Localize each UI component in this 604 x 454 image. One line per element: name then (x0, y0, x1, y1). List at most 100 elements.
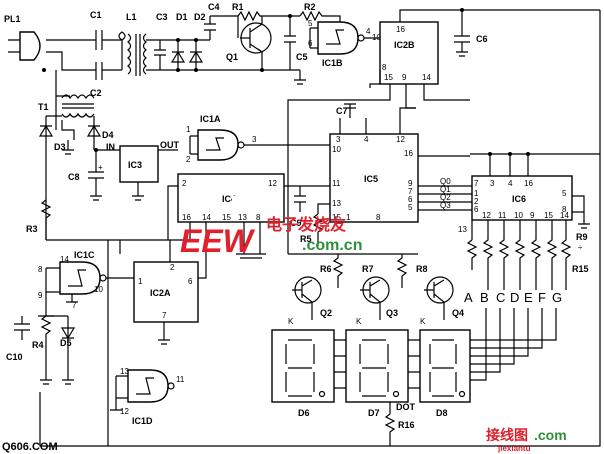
segment-label-d: D (510, 290, 519, 305)
svg-text:1: 1 (474, 189, 479, 198)
svg-text:2: 2 (474, 197, 479, 206)
svg-text:14: 14 (560, 211, 569, 220)
svg-text:12: 12 (482, 211, 491, 220)
r7-label: R7 (362, 264, 374, 274)
svg-text:8: 8 (256, 213, 261, 222)
svg-text:5: 5 (408, 203, 413, 212)
svg-text:16: 16 (524, 179, 533, 188)
svg-text:11: 11 (498, 211, 507, 220)
svg-text:6: 6 (474, 205, 479, 214)
svg-text:13: 13 (120, 367, 129, 376)
svg-text:2: 2 (186, 155, 191, 164)
dot-label: DOT (396, 402, 416, 412)
ic4-label: IC4 (222, 194, 236, 204)
segment-label-g: G (552, 290, 562, 305)
ic3-label: IC3 (128, 160, 142, 170)
q4-label: Q4 (452, 308, 464, 318)
ic2b-label: IC2B (394, 40, 415, 50)
q0-label: Q0 (440, 177, 451, 186)
c2-label: C2 (90, 88, 102, 98)
svg-text:14: 14 (422, 73, 431, 82)
r2-label: R2 (304, 2, 316, 12)
q2-label: Q2 (320, 308, 332, 318)
svg-text:15: 15 (222, 213, 231, 222)
svg-text:7: 7 (72, 301, 77, 310)
c3-label: C3 (156, 12, 168, 22)
svg-text:8: 8 (382, 63, 387, 72)
svg-text:14: 14 (202, 213, 211, 222)
r4-label: R4 (32, 340, 44, 350)
q1-label: Q1 (226, 52, 238, 62)
ic6-label: IC6 (512, 194, 526, 204)
svg-text:7: 7 (474, 179, 479, 188)
svg-text:9: 9 (530, 211, 535, 220)
q2-label: Q2 (440, 193, 451, 202)
svg-text:16: 16 (396, 25, 405, 34)
svg-text:13: 13 (238, 213, 247, 222)
svg-text:12: 12 (268, 179, 277, 188)
segment-label-a: A (464, 290, 473, 305)
svg-text:16: 16 (182, 213, 191, 222)
segment-label-e: E (524, 290, 533, 305)
c6-label: C6 (476, 34, 488, 44)
svg-text:15: 15 (384, 73, 393, 82)
svg-text:8: 8 (376, 213, 381, 222)
watermark-bottom-left: Q606.COM (2, 441, 58, 453)
svg-text:11: 11 (332, 179, 341, 188)
t1-label: T1 (38, 102, 49, 112)
ic5-label: IC5 (364, 174, 378, 184)
r5-label: R5 (300, 234, 312, 244)
display-d6 (271, 329, 335, 403)
svg-text:jiexiantu: jiexiantu (497, 444, 531, 453)
c7-label: C7 (336, 106, 348, 116)
c10-label: C10 (6, 352, 23, 362)
d1-label: D1 (176, 12, 188, 22)
svg-text:9: 9 (38, 291, 43, 300)
display-d8 (419, 329, 471, 403)
d3-label: D3 (54, 142, 66, 152)
r1-label: R1 (232, 2, 244, 12)
ic2a-label: IC2A (150, 288, 171, 298)
svg-text:2: 2 (170, 263, 175, 272)
c9-label: C9 (290, 218, 302, 228)
svg-text:7: 7 (162, 311, 167, 320)
svg-text:接线图: 接线图 (486, 427, 528, 443)
svg-text:13: 13 (332, 199, 341, 208)
svg-text:8: 8 (562, 205, 567, 214)
svg-text:2: 2 (182, 179, 187, 188)
svg-text:15: 15 (544, 211, 553, 220)
svg-text:电子发烧友: 电子发烧友 (266, 215, 347, 234)
q1-label: Q1 (440, 185, 451, 194)
r6-label: R6 (320, 264, 332, 274)
svg-text:10: 10 (514, 211, 523, 220)
svg-text:10: 10 (372, 33, 381, 42)
segment-label-f: F (538, 290, 546, 305)
svg-text:3: 3 (490, 179, 495, 188)
svg-text:4: 4 (366, 27, 371, 36)
svg-text:1: 1 (346, 213, 351, 222)
ic1c-label: IC1C (74, 250, 95, 260)
in-label: IN (106, 142, 115, 152)
ic1d-label: IC1D (132, 416, 153, 426)
svg-text:15: 15 (332, 213, 341, 222)
pl1-label: PL1 (4, 14, 21, 24)
svg-text:12: 12 (120, 407, 129, 416)
svg-text:EEW: EEW (180, 223, 256, 259)
display-d7 (345, 329, 409, 403)
r8-label: R8 (416, 264, 428, 274)
svg-text:4: 4 (364, 135, 369, 144)
d5-label: D5 (60, 338, 72, 348)
c5-label: C5 (296, 52, 308, 62)
segment-label-b: B (480, 290, 489, 305)
svg-text:6: 6 (188, 277, 193, 286)
svg-text:10: 10 (332, 145, 341, 154)
segment-label-c: C (496, 290, 505, 305)
mains-plug (8, 31, 72, 71)
q3-label: Q3 (386, 308, 398, 318)
r9-label: R9 (576, 232, 588, 242)
svg-text:11: 11 (176, 375, 185, 384)
svg-text:5: 5 (562, 189, 567, 198)
svg-text:÷: ÷ (578, 243, 583, 252)
c1-label: C1 (90, 10, 102, 20)
